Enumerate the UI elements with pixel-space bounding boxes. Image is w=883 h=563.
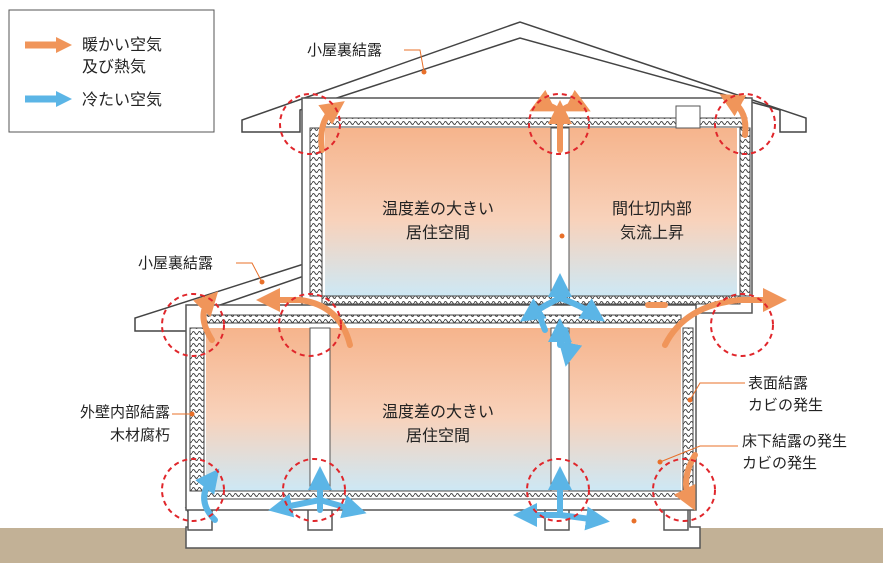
wall-internal-line2: 木材腐朽 xyxy=(110,426,170,444)
surface-line1: 表面結露 xyxy=(748,374,808,392)
partition-line2: 気流上昇 xyxy=(620,223,684,242)
partition-line1: 間仕切内部 xyxy=(612,199,692,218)
attic-condensation-mid: 小屋裏結露 xyxy=(138,254,213,272)
wall-internal-line1: 外壁内部結露 xyxy=(80,403,170,421)
leader-lines xyxy=(172,49,745,463)
warm-air-arrows xyxy=(193,89,787,511)
surface-line2: カビの発生 xyxy=(748,396,823,414)
underfloor-line2: カビの発生 xyxy=(742,454,817,472)
foundation xyxy=(184,507,701,549)
legend-box xyxy=(8,9,215,133)
condensation-circles xyxy=(161,93,776,522)
room-lower-line2: 居住空間 xyxy=(406,426,470,445)
room-upper-line1: 温度差の大きい xyxy=(382,199,494,218)
legend-warm-line1: 暖かい空気 xyxy=(82,35,162,54)
room-upper-line2: 居住空間 xyxy=(406,223,470,242)
underfloor-line1: 床下結露の発生 xyxy=(742,432,847,450)
legend-warm-line2: 及び熱気 xyxy=(82,57,146,76)
room-lower-line1: 温度差の大きい xyxy=(382,402,494,421)
upper-floor xyxy=(301,97,753,314)
lower-floor xyxy=(185,304,697,511)
cold-air-arrows xyxy=(195,273,610,531)
leader-dots xyxy=(189,69,693,524)
legend-cold: 冷たい空気 xyxy=(82,90,162,109)
cold-arrow-icon xyxy=(25,91,72,107)
attic-condensation-top: 小屋裏結露 xyxy=(307,41,382,59)
warm-arrow-icon xyxy=(25,37,72,53)
upper-roof xyxy=(241,21,807,133)
